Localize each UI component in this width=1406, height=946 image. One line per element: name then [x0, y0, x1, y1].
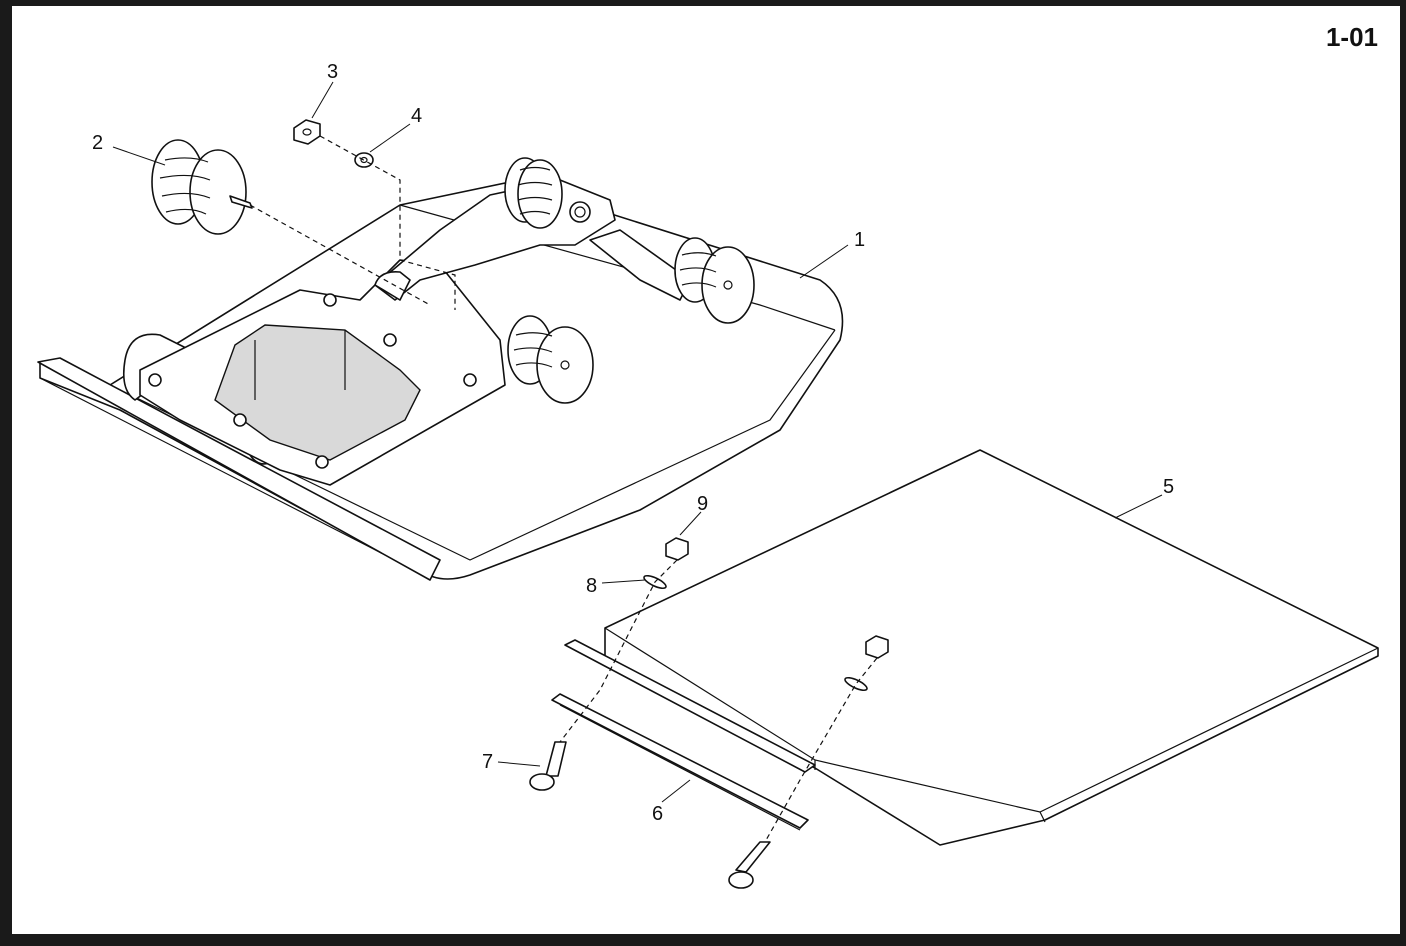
- callout-7: 7: [482, 751, 493, 773]
- callout-3: 3: [327, 61, 338, 83]
- clamp-strip: [551, 639, 816, 831]
- leader-line-6: [661, 779, 691, 803]
- flange-nut: [665, 537, 889, 659]
- callout-9: 9: [697, 493, 708, 515]
- leader-line-9: [679, 511, 702, 536]
- leader-line-8: [601, 579, 646, 584]
- isolator-mount: [151, 139, 253, 235]
- leader-line-2: [112, 146, 166, 166]
- callout-8: 8: [586, 575, 597, 597]
- callout-2: 2: [92, 132, 103, 154]
- callout-1: 1: [854, 229, 865, 251]
- leader-line-4: [369, 123, 411, 153]
- leader-line-1: [799, 244, 849, 279]
- carriage-bolt: [529, 741, 771, 889]
- page-id: 1-01: [1325, 22, 1378, 52]
- leader-line-7: [497, 761, 541, 767]
- base-plate-assembly: [37, 157, 844, 581]
- callout-5: 5: [1163, 476, 1174, 498]
- lock-washer: [354, 152, 374, 168]
- callout-6: 6: [652, 803, 663, 825]
- leader-line-5: [1114, 494, 1163, 519]
- leader-line-3: [311, 81, 334, 119]
- callout-4: 4: [411, 105, 422, 127]
- hex-nut: [293, 119, 321, 145]
